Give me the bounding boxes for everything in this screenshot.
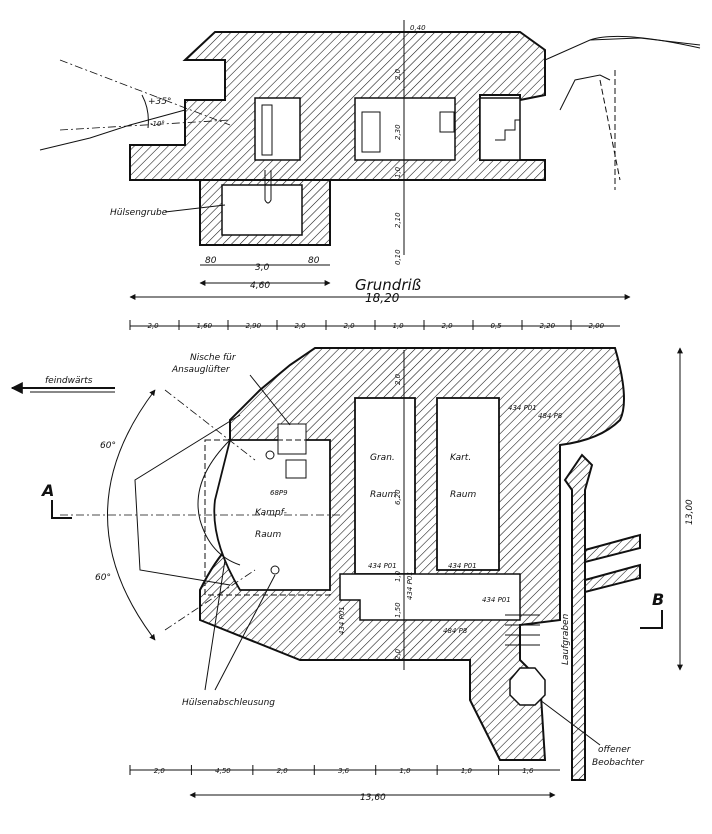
sec-dim-5: 0,10	[394, 249, 402, 265]
niche-label-1: Nische für	[190, 353, 237, 363]
small-tag-2: 484 P8	[443, 627, 468, 635]
door-tag-4: 434 P01	[482, 596, 511, 604]
grenade-room-label-1: Gran.	[370, 453, 395, 463]
combat-room-label-2: Raum	[255, 530, 281, 540]
observer-post	[509, 667, 546, 706]
sec-dim-2: 2,30	[394, 124, 402, 140]
top-seg-7: 0,5	[491, 322, 503, 330]
bottom-dimension-chain: 2,0 4,50 2,0 3,6 1,0 1,0 1,6	[129, 765, 534, 775]
plan-title: Grundriß	[355, 276, 421, 294]
grenade-room	[354, 397, 416, 575]
top-seg-5: 1,0	[393, 322, 405, 330]
casing-chute-label: Hülsenabschleusung	[182, 698, 275, 708]
angle-top: 60°	[100, 441, 116, 451]
sec-dim-4: 2,10	[394, 212, 402, 228]
cartridge-room-label-1: Kart.	[450, 453, 471, 463]
niche-label-2: Ansauglüfter	[171, 365, 231, 375]
observer-label-1: offener	[598, 745, 632, 755]
plan-view: Grundriß 18,20 2,0 1,60 2,90 2,0 2,0 1,0 2,0 0,…	[10, 276, 695, 803]
section-mark-a: A	[40, 481, 54, 500]
plan-dim-0: 2,0	[394, 373, 402, 385]
bottom-seg-4: 1,0	[399, 767, 411, 775]
bottom-seg-3: 3,6	[338, 767, 350, 775]
plan-total-width: 18,20	[365, 291, 400, 305]
direction-label: feindwärts	[45, 376, 93, 386]
cartridge-room-label-2: Raum	[450, 490, 476, 500]
firing-front	[134, 414, 241, 586]
angle-bottom: 60°	[95, 573, 111, 583]
top-seg-2: 2,90	[246, 322, 262, 330]
pit-dim-left: 80	[205, 256, 217, 266]
bottom-seg-2: 2,0	[277, 767, 289, 775]
trench	[563, 453, 594, 781]
plan-depth-total: 13,00	[685, 499, 695, 525]
pit-dim-mid: 3,0	[255, 263, 270, 273]
cartridge-room	[436, 397, 500, 571]
gun-field	[204, 439, 331, 596]
sec-dim-1: 2,0	[394, 68, 402, 80]
angle-arc	[107, 389, 156, 641]
plan-dim-3: 1,50	[394, 602, 402, 618]
grenade-room-label-2: Raum	[370, 490, 396, 500]
angle-down-label: -10°	[150, 120, 165, 128]
gun-label: 68P9	[270, 489, 288, 497]
corridor	[339, 573, 521, 621]
door-tag-3: 434 P01	[338, 606, 346, 635]
door-tag-2: 434 P01	[448, 562, 477, 570]
sec-dim-0: 0,40	[410, 24, 426, 32]
top-seg-9: 2,00	[589, 322, 605, 330]
door-tag-1: 434 P01	[368, 562, 397, 570]
sec-dim-3: 1,0	[394, 166, 402, 178]
pit-dim-right: 80	[308, 256, 320, 266]
bottom-total: 13,60	[360, 793, 386, 803]
bottom-seg-5: 1,0	[461, 767, 473, 775]
bottom-seg-6: 1,6	[522, 767, 534, 775]
section-mark-b: B	[652, 590, 664, 609]
casing-pit-label: Hülsengrube	[110, 208, 168, 218]
small-tag-1: 484 P8	[538, 412, 563, 420]
pit-total: 4,60	[250, 281, 270, 291]
observer-label-2: Beobachter	[592, 758, 645, 768]
plan-dim-2: 1,0	[394, 570, 402, 582]
terrain-left	[39, 109, 186, 151]
bottom-seg-1: 4,50	[215, 767, 231, 775]
section-view: +35° -10° 0,40 2,0 2,30 1,0 2,10 0,10 Hü…	[39, 20, 701, 291]
terrain-right	[544, 37, 701, 61]
door-tag-5: 434 P01	[508, 404, 537, 412]
top-dimension-chain: 2,0 1,60 2,90 2,0 2,0 1,0 2,0 0,5 2,20 2,00	[129, 320, 605, 330]
top-seg-1: 1,60	[197, 322, 213, 330]
top-seg-6: 2,0	[442, 322, 454, 330]
top-seg-4: 2,0	[344, 322, 356, 330]
section-room-3	[479, 97, 521, 161]
plan-dim-1: 6,20	[394, 489, 402, 505]
combat-room-label-1: Kampf-	[255, 508, 287, 518]
bottom-seg-0: 2,0	[154, 767, 166, 775]
top-seg-8: 2,20	[540, 322, 556, 330]
top-seg-3: 2,0	[295, 322, 307, 330]
door-tag-6: 434 P01	[406, 571, 414, 600]
angle-up-label: +35°	[148, 97, 172, 107]
plan-dim-4: 2,0	[394, 648, 402, 660]
trench-label: Laufgraben	[561, 613, 571, 665]
top-seg-0: 2,0	[148, 322, 160, 330]
